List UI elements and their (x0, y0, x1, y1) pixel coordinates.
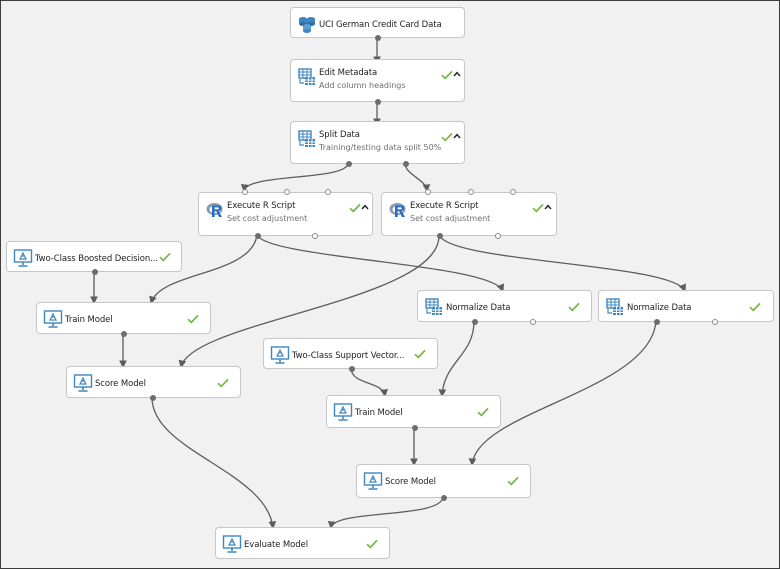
table-transform-icon (297, 67, 317, 87)
module-comment: Set cost adjustment (227, 214, 308, 223)
module-title: Execute R Script (410, 201, 479, 211)
model-icon (43, 309, 63, 329)
wire-score-model-2-to-evaluate (327, 496, 444, 530)
module-split-data[interactable]: Split Data Training/testing data split 5… (290, 121, 465, 167)
model-icon (73, 373, 93, 393)
model-icon (363, 471, 383, 491)
module-edit-metadata[interactable]: Edit Metadata Add column headings (290, 59, 465, 105)
table-transform-icon (297, 129, 317, 149)
output-port-2[interactable] (403, 161, 409, 167)
module-normalize-data-2[interactable]: Normalize Data (598, 290, 774, 325)
check-icon (749, 302, 761, 312)
check-icon (366, 539, 378, 549)
output-port[interactable] (349, 366, 355, 372)
wire-svm-to-train-model-2 (350, 367, 388, 398)
chevron-up-icon[interactable] (544, 204, 552, 210)
output-port-2[interactable] (530, 319, 536, 325)
chevron-up-icon[interactable] (361, 204, 369, 210)
module-normalize-data-1[interactable]: Normalize Data (417, 290, 592, 325)
output-port[interactable] (375, 99, 381, 105)
check-icon (441, 70, 453, 80)
input-port-2[interactable] (284, 189, 290, 195)
model-icon (13, 248, 33, 268)
output-port[interactable] (412, 425, 418, 431)
module-execute-r-script-2[interactable]: Execute R Script Set cost adjustment (381, 189, 557, 239)
check-icon (507, 476, 519, 486)
input-port-1[interactable] (242, 189, 248, 195)
module-execute-r-script-1[interactable]: Execute R Script Set cost adjustment (198, 189, 373, 239)
check-icon (187, 314, 199, 324)
check-icon (477, 407, 489, 417)
wire-split-data-to-execute-r-2 (404, 162, 431, 193)
module-two-class-support-vector-machine[interactable]: Two-Class Support Vector... (263, 338, 438, 372)
check-icon (568, 302, 580, 312)
module-score-model-2[interactable]: Score Model (356, 464, 531, 501)
module-title: Execute R Script (227, 201, 296, 211)
module-title: Edit Metadata (319, 68, 378, 78)
check-icon (414, 349, 426, 359)
module-title: Two-Class Support Vector... (292, 351, 405, 361)
module-score-model-1[interactable]: Score Model (66, 366, 241, 401)
module-uci-german-credit-card-data[interactable]: UCI German Credit Card Data (290, 7, 465, 41)
dataset-icon (297, 14, 317, 34)
module-comment: Add column headings (319, 81, 406, 90)
module-title: UCI German Credit Card Data (319, 20, 442, 30)
wire-normalize-2-to-score-model-2 (468, 320, 657, 467)
r-language-icon (205, 200, 225, 220)
input-port-2[interactable] (468, 189, 474, 195)
output-port-1[interactable] (346, 161, 352, 167)
model-icon (222, 534, 242, 554)
output-port-1[interactable] (472, 319, 478, 325)
wire-score-model-1-to-evaluate (151, 396, 277, 530)
input-port-3[interactable] (510, 189, 516, 195)
module-title: Train Model (355, 408, 403, 418)
model-icon (333, 402, 353, 422)
module-title: Two-Class Boosted Decision... (35, 254, 158, 264)
module-title: Score Model (95, 379, 146, 389)
output-port-2[interactable] (312, 233, 318, 239)
module-title: Normalize Data (446, 303, 511, 313)
check-icon (159, 252, 171, 262)
wire-execute-r-2-to-normalize-2 (438, 234, 686, 293)
output-port-1[interactable] (437, 233, 443, 239)
check-icon (217, 378, 229, 388)
chevron-up-icon[interactable] (453, 133, 461, 139)
module-train-model-1[interactable]: Train Model (36, 302, 211, 337)
input-port-3[interactable] (325, 189, 331, 195)
module-title: Evaluate Model (244, 540, 308, 550)
check-icon (349, 203, 361, 213)
module-comment: Training/testing data split 50% (319, 143, 442, 152)
check-icon (532, 203, 544, 213)
chevron-up-icon[interactable] (453, 71, 461, 77)
model-icon (270, 345, 290, 365)
check-icon (441, 132, 453, 142)
output-port[interactable] (121, 331, 127, 337)
module-two-class-boosted-decision-tree[interactable]: Two-Class Boosted Decision... (6, 241, 182, 275)
output-port-2[interactable] (495, 233, 501, 239)
r-language-icon (388, 200, 408, 220)
wire-split-data-to-execute-r-1 (240, 162, 349, 193)
output-port[interactable] (375, 35, 381, 41)
output-port-1[interactable] (654, 319, 660, 325)
output-port[interactable] (150, 395, 156, 401)
module-train-model-2[interactable]: Train Model (326, 395, 501, 431)
output-port-2[interactable] (712, 319, 718, 325)
table-transform-icon (605, 297, 625, 317)
wire-normalize-1-to-train-model-2 (438, 320, 475, 398)
module-title: Split Data (319, 130, 360, 140)
wire-execute-r-1-to-normalize-1 (256, 234, 504, 293)
module-title: Score Model (385, 477, 436, 487)
module-title: Normalize Data (627, 303, 692, 313)
module-title: Train Model (65, 315, 113, 325)
module-evaluate-model[interactable]: Evaluate Model (215, 527, 390, 559)
output-port[interactable] (441, 495, 447, 501)
module-comment: Set cost adjustment (410, 214, 491, 223)
input-port-1[interactable] (425, 189, 431, 195)
output-port[interactable] (92, 269, 98, 275)
table-transform-icon (424, 297, 444, 317)
output-port-1[interactable] (255, 233, 261, 239)
